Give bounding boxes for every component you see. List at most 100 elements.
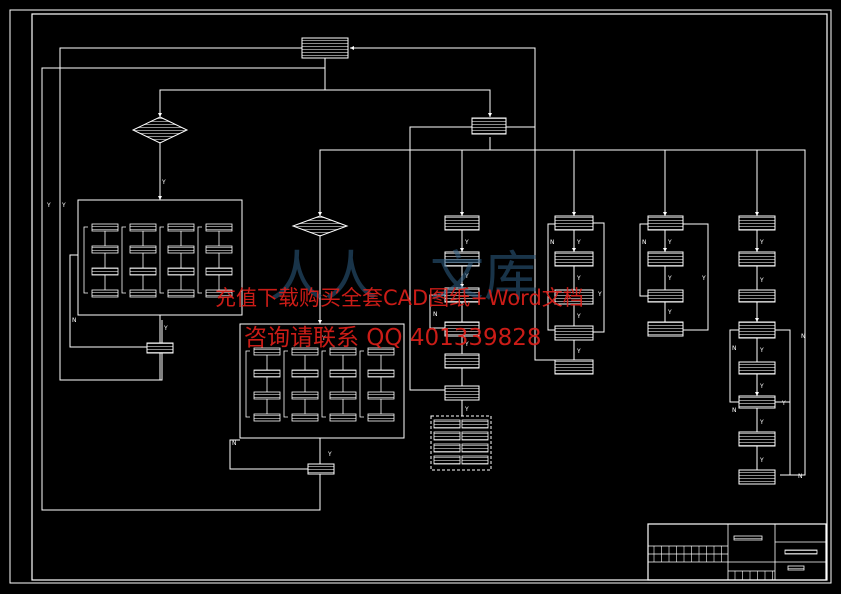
svg-text:Y: Y: [667, 275, 672, 282]
watermark-logo-char: 人: [324, 245, 378, 308]
subprocess-cell: [167, 289, 195, 298]
svg-text:Y: Y: [327, 451, 332, 458]
center-subprocess: [239, 323, 405, 439]
subprocess-cell: [129, 245, 157, 254]
svg-text:Y: Y: [781, 400, 786, 407]
svg-text:Y: Y: [597, 291, 602, 298]
subprocess-cell: [91, 245, 119, 254]
subprocess-cell: [253, 391, 281, 400]
subprocess-cell: [329, 369, 357, 378]
subprocess-loop: [83, 226, 88, 294]
output-cell: [461, 455, 489, 465]
subprocess-cell: [167, 267, 195, 276]
subprocess-loop: [245, 350, 250, 418]
output-group: [430, 415, 492, 471]
output-cell: [461, 431, 489, 441]
subprocess-cell: [329, 413, 357, 422]
output-cell: [433, 443, 461, 453]
watermark-logo-char: 文: [430, 245, 484, 308]
left-decision: [131, 116, 189, 144]
svg-text:Y: Y: [464, 406, 469, 413]
svg-text:N: N: [732, 407, 737, 414]
subprocess-cell: [91, 223, 119, 232]
svg-text:N: N: [798, 473, 803, 480]
output-cell: [433, 455, 461, 465]
subprocess-loop: [359, 350, 364, 418]
subprocess-cell: [367, 391, 395, 400]
svg-text:Y: Y: [464, 341, 469, 348]
svg-text:Y: Y: [759, 457, 764, 464]
svg-text:N: N: [642, 239, 647, 246]
svg-text:Y: Y: [576, 348, 581, 355]
svg-text:N: N: [232, 440, 237, 447]
arrow-heads: [158, 46, 759, 396]
svg-text:Y: Y: [321, 335, 326, 342]
svg-text:Y: Y: [464, 239, 469, 246]
title-block-grid: [653, 546, 773, 580]
svg-text:Y: Y: [701, 275, 706, 282]
subprocess-cell: [291, 369, 319, 378]
left-subprocess-grid: [83, 223, 233, 298]
center-decision: [291, 215, 349, 237]
svg-text:Y: Y: [576, 275, 581, 282]
subprocess-cell: [367, 413, 395, 422]
watermark-line-2: 咨询请联系 QQ 401339828: [244, 325, 542, 351]
svg-text:Y: Y: [464, 273, 469, 280]
watermark-logo-char: 人: [270, 245, 324, 308]
svg-text:N: N: [732, 345, 737, 352]
subprocess-cell: [205, 267, 233, 276]
subprocess-loop: [121, 226, 126, 294]
output-cell: [433, 431, 461, 441]
svg-text:Y: Y: [759, 277, 764, 284]
svg-text:N: N: [72, 317, 77, 324]
subprocess-cell: [91, 267, 119, 276]
subprocess-loop: [197, 226, 202, 294]
subprocess-cell: [253, 413, 281, 422]
svg-text:Y: Y: [759, 383, 764, 390]
subprocess-cell: [205, 245, 233, 254]
svg-text:Y: Y: [163, 325, 168, 332]
main-menu-box: [471, 117, 507, 135]
subprocess-loop: [321, 350, 326, 418]
center-subprocess-grid: [245, 347, 395, 422]
subprocess-cell: [129, 223, 157, 232]
subprocess-cell: [329, 391, 357, 400]
subprocess-cell: [167, 223, 195, 232]
output-cell: [461, 443, 489, 453]
subprocess-cell: [91, 289, 119, 298]
left-subprocess: [77, 199, 243, 316]
branch-labels: Y Y Y N Y Y N Y Y Y Y Y N Y Y Y Y N Y Y …: [46, 179, 806, 480]
subprocess-cell: [205, 289, 233, 298]
subprocess-cell: [129, 289, 157, 298]
connector-lines: [41, 47, 806, 511]
start-box: [301, 37, 349, 59]
subprocess-cell: [291, 413, 319, 422]
svg-text:Y: Y: [667, 309, 672, 316]
center-end-box: [307, 463, 335, 475]
watermark-logo-char: 库: [484, 245, 538, 308]
svg-text:Y: Y: [759, 419, 764, 426]
subprocess-cell: [367, 369, 395, 378]
svg-text:N: N: [801, 333, 806, 340]
svg-text:Y: Y: [46, 202, 51, 209]
svg-text:Y: Y: [759, 239, 764, 246]
svg-text:Y: Y: [759, 347, 764, 354]
svg-text:Y: Y: [576, 313, 581, 320]
drawing-frame: [9, 9, 832, 584]
left-end-box: [146, 342, 174, 354]
svg-text:Y: Y: [61, 202, 66, 209]
svg-text:Y: Y: [576, 239, 581, 246]
subprocess-cell: [253, 369, 281, 378]
subprocess-cell: [129, 267, 157, 276]
subprocess-loop: [283, 350, 288, 418]
subprocess-loop: [159, 226, 164, 294]
watermark-line-1: 充值下载购买全套CAD图纸+Word文档: [215, 286, 584, 310]
output-cell: [433, 419, 461, 429]
output-group-grid: [433, 419, 489, 465]
subprocess-containers: [77, 199, 492, 471]
subprocess-cell: [167, 245, 195, 254]
svg-text:N: N: [550, 239, 555, 246]
title-block: [647, 523, 827, 581]
subprocess-cell: [205, 223, 233, 232]
